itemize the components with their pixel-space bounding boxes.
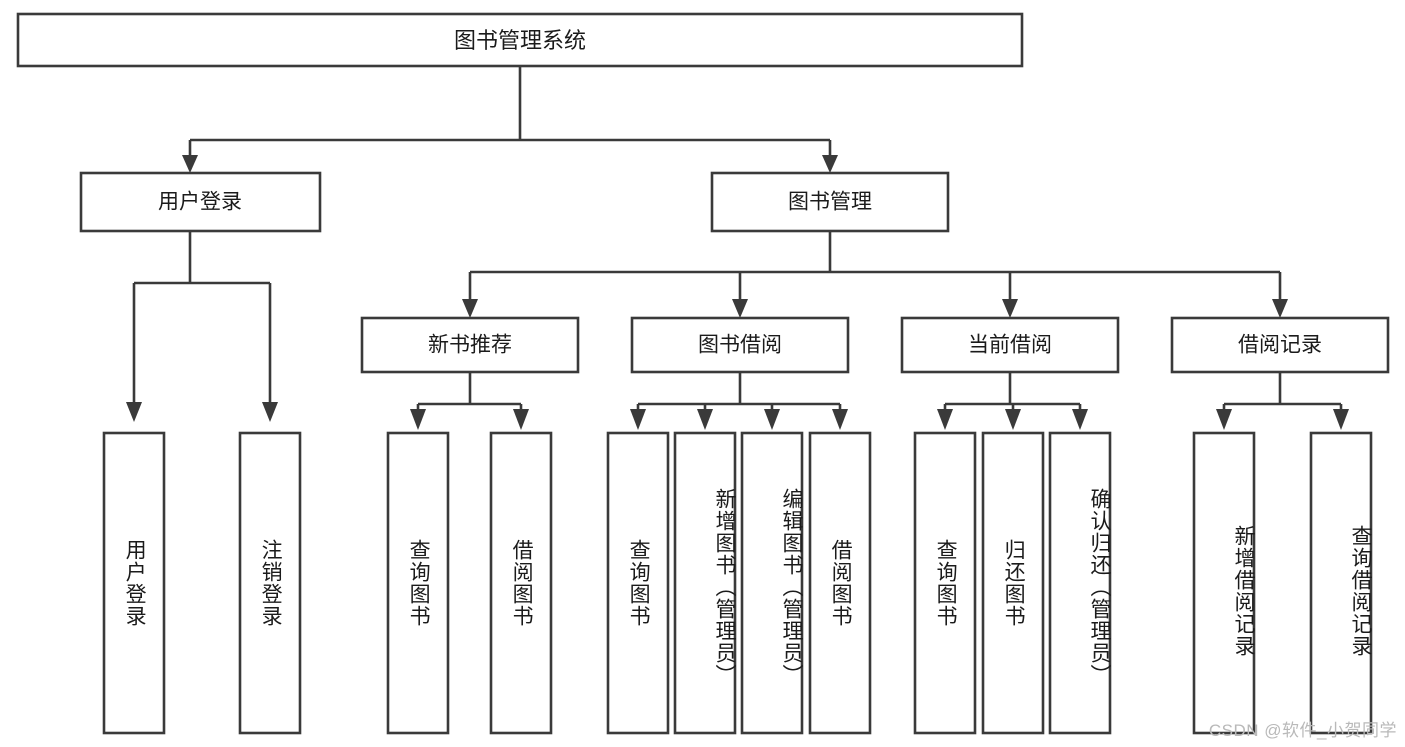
- arrowhead-query-book-1: [410, 409, 426, 430]
- arrowhead-current-borrow: [1002, 299, 1018, 318]
- arrowhead-leaf-user-logout: [262, 402, 278, 422]
- node-current-borrow-label: 当前借阅: [968, 334, 1052, 357]
- leaf-return-book-box[interactable]: [981, 431, 1045, 735]
- arrowhead-query-book-2: [630, 409, 646, 430]
- arrowhead-borrow-book-1: [513, 409, 529, 430]
- node-root[interactable]: 图书管理系统: [16, 12, 1024, 68]
- node-borrow-record[interactable]: 借阅记录: [1170, 316, 1390, 374]
- leaf-user-logout-box[interactable]: [238, 431, 302, 735]
- leaf-edit-book-box[interactable]: [740, 431, 804, 735]
- node-new-book-recommend-label: 新书推荐: [428, 334, 512, 357]
- node-root-label: 图书管理系统: [454, 28, 586, 53]
- node-book-management-box[interactable]: [710, 171, 950, 233]
- node-user-login-label: 用户登录: [158, 191, 242, 214]
- leaf-query-book-1-box[interactable]: [386, 431, 450, 735]
- node-book-borrow-box[interactable]: [630, 316, 850, 374]
- arrowhead-add-record: [1216, 409, 1232, 430]
- node-book-management[interactable]: 图书管理: [710, 171, 950, 233]
- arrowhead-leaf-user-login: [126, 402, 142, 422]
- node-book-management-label: 图书管理: [788, 191, 872, 214]
- node-new-book-recommend[interactable]: 新书推荐: [360, 316, 580, 374]
- leaf-query-book-3-box[interactable]: [913, 431, 977, 735]
- arrowhead-book-management: [822, 155, 838, 173]
- node-user-login[interactable]: 用户登录: [79, 171, 322, 233]
- arrowhead-edit-book: [764, 409, 780, 430]
- arrowhead-query-book-3: [937, 409, 953, 430]
- leaf-confirm-return-box[interactable]: [1048, 431, 1112, 735]
- arrowhead-return-book: [1005, 409, 1021, 430]
- node-root-box[interactable]: [16, 12, 1024, 68]
- leaf-query-book-2-box[interactable]: [606, 431, 670, 735]
- leaf-user-login-box[interactable]: [102, 431, 166, 735]
- leaf-borrow-book-2-box[interactable]: [808, 431, 872, 735]
- node-new-book-recommend-box[interactable]: [360, 316, 580, 374]
- leaf-add-record-box[interactable]: [1192, 431, 1256, 735]
- leaf-borrow-book-1-box[interactable]: [489, 431, 553, 735]
- node-current-borrow[interactable]: 当前借阅: [900, 316, 1120, 374]
- arrowhead-query-record: [1333, 409, 1349, 430]
- arrowhead-confirm-return: [1072, 409, 1088, 430]
- node-current-borrow-box[interactable]: [900, 316, 1120, 374]
- arrowhead-add-book: [697, 409, 713, 430]
- arrowhead-borrow-book-2: [832, 409, 848, 430]
- node-layer: 图书管理系统 用户登录 图书管理 新书推荐 图书借阅 当前: [16, 12, 1390, 735]
- node-borrow-record-box[interactable]: [1170, 316, 1390, 374]
- connector-layer: [126, 66, 1349, 430]
- arrowhead-borrow-record: [1272, 299, 1288, 318]
- leaf-add-book-box[interactable]: [673, 431, 737, 735]
- node-book-borrow[interactable]: 图书借阅: [630, 316, 850, 374]
- arrowhead-new-book: [462, 299, 478, 318]
- arrowhead-book-borrow: [732, 299, 748, 318]
- node-user-login-box[interactable]: [79, 171, 322, 233]
- csdn-watermark: CSDN @软件_小贺同学: [1208, 721, 1397, 740]
- node-book-borrow-label: 图书借阅: [698, 334, 782, 357]
- node-borrow-record-label: 借阅记录: [1238, 334, 1322, 357]
- leaf-query-record-box[interactable]: [1309, 431, 1373, 735]
- arrowhead-user-login: [182, 155, 198, 173]
